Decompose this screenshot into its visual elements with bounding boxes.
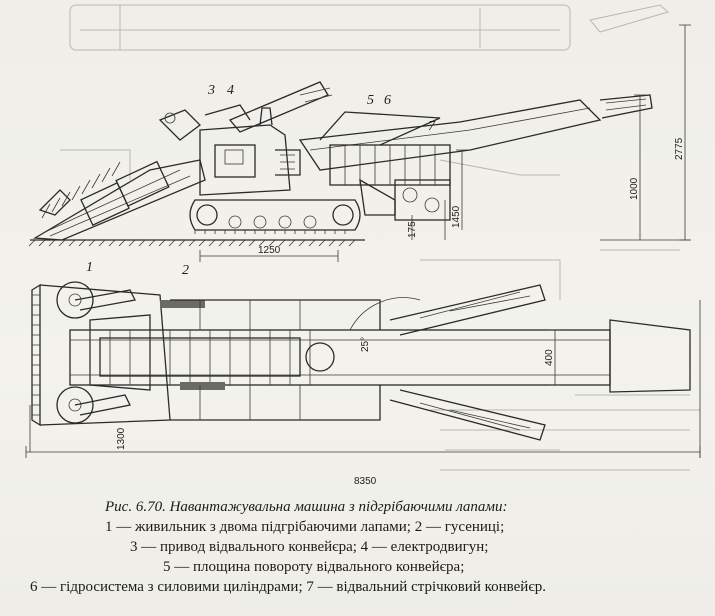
figure-caption: Рис. 6.70. Навантажувальна машина з підг… bbox=[0, 497, 715, 597]
plan-view bbox=[25, 281, 701, 458]
dimension-2775: 2775 bbox=[674, 137, 685, 160]
feeder-plan bbox=[31, 281, 171, 427]
feeder-side bbox=[32, 109, 206, 241]
machine-body-side bbox=[199, 104, 301, 196]
dimension-1000: 1000 bbox=[629, 177, 640, 200]
label-3: 3 bbox=[207, 83, 215, 98]
label-1: 1 bbox=[86, 260, 93, 275]
show-through-background bbox=[60, 4, 700, 471]
dimension-400: 400 bbox=[544, 349, 555, 366]
dimension-8350: 8350 bbox=[354, 476, 377, 487]
discharge-conveyor-side bbox=[298, 94, 653, 221]
dimension-1300: 1300 bbox=[116, 427, 127, 450]
label-6: 6 bbox=[384, 93, 391, 108]
label-5: 5 bbox=[367, 93, 374, 108]
crawler-track-side bbox=[189, 199, 361, 234]
label-2: 2 bbox=[182, 263, 189, 278]
caption-line-4: 6 — гідросистема з силовими циліндрами; … bbox=[30, 579, 547, 595]
label-7: 7 bbox=[428, 119, 436, 134]
dimension-1450: 1450 bbox=[451, 205, 462, 228]
discharge-conveyor-swing-plan bbox=[349, 284, 691, 441]
chain-conveyor-plan bbox=[69, 300, 611, 390]
loading-machine-drawing: 1 2 3 4 5 6 7 1250 175 1450 1000 2775 40… bbox=[25, 4, 701, 487]
caption-title: Рис. 6.70. Навантажувальна машина з підг… bbox=[105, 499, 508, 515]
caption-line-2: 3 — привод відвального конвейєра; 4 — ел… bbox=[130, 539, 489, 555]
dimension-1250: 1250 bbox=[258, 245, 281, 256]
label-4: 4 bbox=[227, 83, 234, 98]
caption-line-1: 1 — живильник з двома підгрібаючими лапа… bbox=[105, 519, 505, 535]
dimension-angle-25: 25° bbox=[360, 337, 371, 352]
dimension-175: 175 bbox=[407, 221, 418, 238]
side-view bbox=[28, 24, 691, 262]
caption-line-3: 5 — площина повороту відвального конвейє… bbox=[163, 559, 465, 575]
